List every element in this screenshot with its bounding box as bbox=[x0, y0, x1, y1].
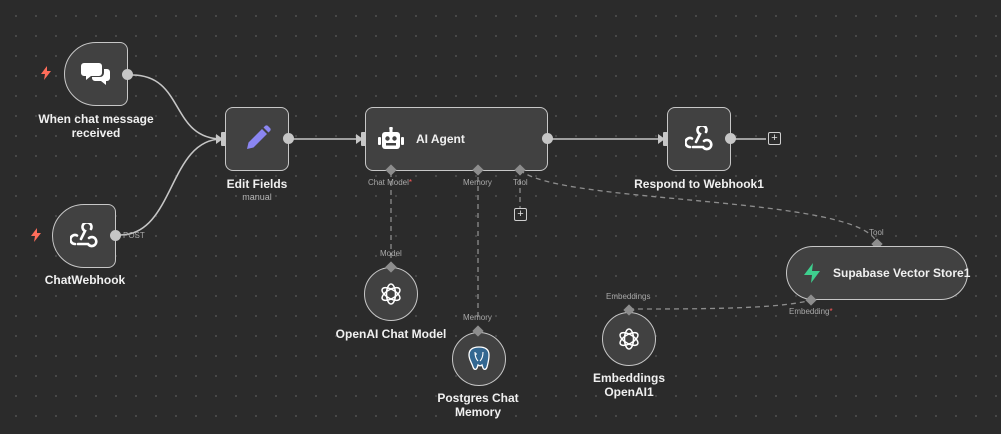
ai-agent-add-tool-button[interactable]: + bbox=[514, 208, 527, 221]
embeddings-output-label: Embeddings bbox=[606, 292, 651, 301]
ai-agent-output-port[interactable] bbox=[542, 133, 553, 144]
chat-bubbles-icon bbox=[81, 63, 110, 85]
respond-input-port[interactable] bbox=[663, 132, 669, 146]
openai-chat-model-node[interactable] bbox=[364, 267, 418, 321]
openai-chat-model-input-label: Model bbox=[380, 249, 402, 258]
webhook-icon bbox=[70, 223, 98, 248]
supabase-embedding-label: Embedding* bbox=[789, 307, 833, 316]
wire-chat-to-edit[interactable] bbox=[131, 74, 223, 140]
edit-fields-input-port[interactable] bbox=[221, 132, 227, 146]
arrow-respond-input bbox=[658, 134, 665, 144]
ai-agent-chat-model-label: Chat Model* bbox=[368, 178, 413, 187]
respond-to-webhook-node[interactable] bbox=[667, 107, 731, 171]
chat-webhook-output-label: POST bbox=[123, 231, 145, 240]
ai-agent-node[interactable]: AI Agent bbox=[365, 107, 548, 171]
openai-icon bbox=[381, 283, 401, 305]
respond-label: Respond to Webhook1 bbox=[634, 177, 764, 191]
openai-chat-model-label: OpenAI Chat Model bbox=[335, 327, 447, 341]
chat-trigger-output-port[interactable] bbox=[122, 69, 133, 80]
respond-add-node-button[interactable]: + bbox=[768, 132, 781, 145]
trigger-bolt-icon bbox=[31, 228, 41, 242]
ai-agent-memory-label: Memory bbox=[463, 178, 492, 187]
respond-output-port[interactable] bbox=[725, 133, 736, 144]
wire-webhook-to-edit[interactable] bbox=[119, 138, 223, 236]
postgres-icon bbox=[468, 346, 490, 371]
chat-webhook-node[interactable] bbox=[52, 204, 116, 268]
openai-icon bbox=[619, 328, 639, 350]
chat-trigger-node[interactable] bbox=[64, 42, 128, 106]
embeddings-openai-node[interactable] bbox=[602, 312, 656, 366]
arrow-edit-input bbox=[216, 134, 223, 144]
wire-tool-to-supabase[interactable] bbox=[519, 169, 878, 244]
ai-agent-input-port[interactable] bbox=[361, 132, 367, 146]
chat-webhook-output-port[interactable] bbox=[110, 230, 121, 241]
edit-fields-label: Edit Fields bbox=[226, 177, 288, 191]
chat-webhook-label: ChatWebhook bbox=[44, 273, 126, 287]
supabase-tool-input-label: Tool bbox=[869, 228, 884, 237]
pencil-icon bbox=[247, 125, 271, 149]
supabase-vector-store-label: Supabase Vector Store1 bbox=[833, 266, 971, 280]
webhook-icon bbox=[685, 126, 713, 151]
robot-icon bbox=[378, 127, 404, 149]
supabase-icon bbox=[804, 263, 820, 283]
wire-embeddings-to-supabase[interactable] bbox=[628, 299, 812, 310]
trigger-bolt-icon bbox=[41, 66, 51, 80]
arrow-agent-input bbox=[356, 134, 363, 144]
edit-fields-sublabel: manual bbox=[242, 192, 272, 202]
edit-fields-output-port[interactable] bbox=[283, 133, 294, 144]
supabase-vector-store-node[interactable]: Supabase Vector Store1 bbox=[786, 246, 971, 300]
postgres-memory-input-label: Memory bbox=[463, 313, 492, 322]
edit-fields-node[interactable] bbox=[225, 107, 289, 171]
ai-agent-label: AI Agent bbox=[416, 132, 465, 146]
ai-agent-tool-label: Tool bbox=[513, 178, 528, 187]
postgres-chat-memory-node[interactable] bbox=[452, 332, 506, 386]
